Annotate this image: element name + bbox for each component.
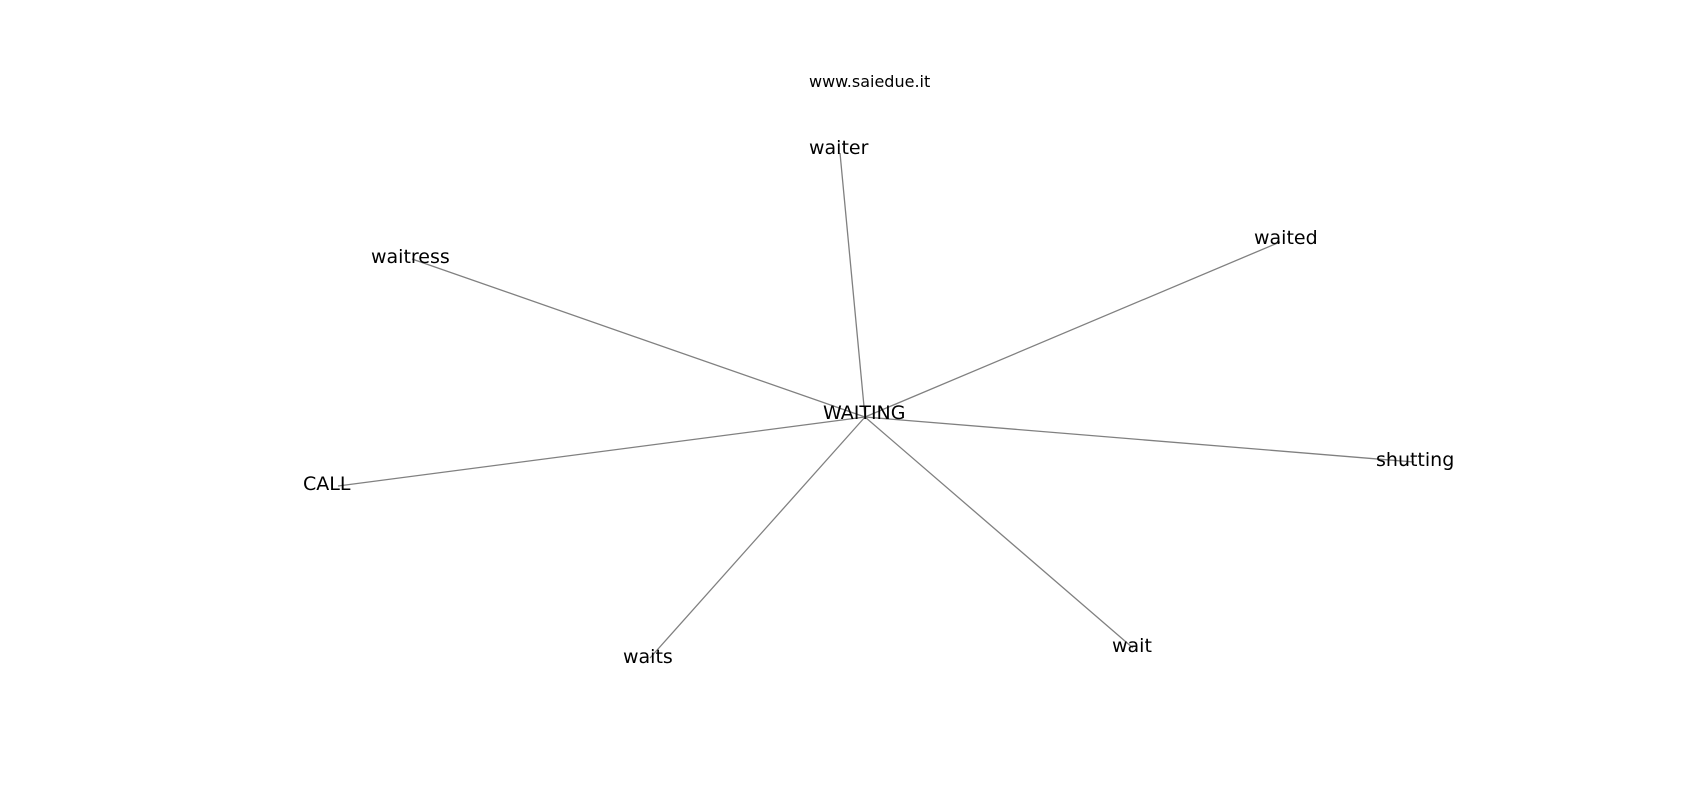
node-waits: waits xyxy=(623,646,673,668)
node-waiter: waiter xyxy=(809,137,869,159)
node-waited: waited xyxy=(1254,227,1318,249)
edge-waiting-waiter xyxy=(839,152,866,418)
node-waitress: waitress xyxy=(371,246,450,268)
edge-waiting-waits xyxy=(649,416,866,659)
edge-waiting-call xyxy=(337,416,866,487)
edge-waiting-waited xyxy=(864,241,1281,418)
edge-waiting-waitress xyxy=(411,258,866,418)
node-wait: wait xyxy=(1112,635,1152,657)
node-shutting: shutting xyxy=(1376,449,1455,471)
node-waiting-center: WAITING xyxy=(823,402,906,424)
watermark-text: www.saiedue.it xyxy=(809,72,931,91)
node-call: CALL xyxy=(303,473,351,495)
edge-waiting-wait xyxy=(864,416,1134,649)
edge-waiting-shutting xyxy=(864,416,1415,463)
